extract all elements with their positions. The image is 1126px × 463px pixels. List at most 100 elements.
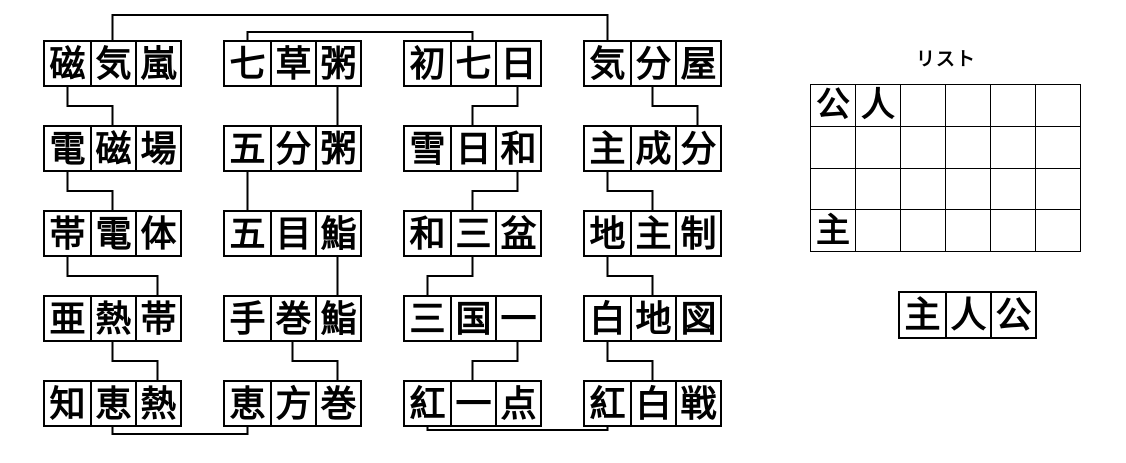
list-cell-r3-c2 — [856, 168, 901, 211]
kanji-cell: 知 — [49, 382, 86, 424]
word-box-col4-row2: 主成分 — [583, 125, 722, 172]
list-cell-r1-c3 — [901, 85, 946, 127]
connector-磁 — [66, 85, 114, 127]
kanji-cell: 成 — [630, 127, 675, 170]
word-box-col2-row4: 手巻鮨 — [223, 295, 362, 342]
list-cell-r1-c2: 人 — [856, 85, 901, 127]
list-cell-r4-c4 — [946, 210, 991, 252]
kanji-cell: 点 — [495, 382, 540, 425]
kanji-cell: 地 — [589, 212, 626, 254]
kanji-cell: 盆 — [495, 212, 540, 255]
kanji-cell: 雪 — [409, 127, 446, 169]
kanji-cell: 粥 — [315, 127, 360, 170]
word-box-col1-row1: 磁気嵐 — [43, 40, 182, 87]
word-box-col3-row3: 和三盆 — [403, 210, 542, 257]
word-box-col1-row3: 帯電体 — [43, 210, 182, 257]
kanji-cell: 分 — [675, 127, 720, 170]
kanji-cell: 和 — [409, 212, 446, 254]
word-box-col2-row2: 五分粥 — [223, 125, 362, 172]
answer-kanji-cell: 主 — [904, 294, 941, 335]
kanji-cell: 鮨 — [315, 212, 360, 255]
word-box-col2-row3: 五目鮨 — [223, 210, 362, 257]
kanji-cell: 恵 — [90, 382, 135, 425]
word-box-col4-row1: 気分屋 — [583, 40, 722, 87]
list-cell-r2-c6 — [1036, 126, 1081, 169]
kanji-cell: 制 — [675, 212, 720, 255]
answer-kanji-cell: 人 — [945, 293, 990, 337]
kanji-cell: 白 — [589, 297, 626, 339]
list-cell-r3-c6 — [1036, 168, 1081, 211]
connector-巻 — [291, 340, 339, 382]
list-cell-r4-c1: 主 — [811, 210, 856, 252]
list-cell-r2-c1 — [811, 126, 856, 169]
kanji-cell: 一 — [495, 297, 540, 340]
kanji-cell: 五 — [229, 127, 266, 169]
connector-紅 — [426, 425, 609, 431]
list-title: リスト — [915, 49, 976, 70]
kanji-cell: 一 — [450, 382, 495, 425]
list-table: 公人主 — [810, 84, 1081, 252]
kanji-cell: 屋 — [675, 42, 720, 85]
word-box-col4-row3: 地主制 — [583, 210, 722, 257]
list-cell-r3-c4 — [946, 168, 991, 211]
connector-電 — [66, 170, 114, 212]
answer-kanji-cell: 公 — [990, 293, 1035, 337]
kanji-cell: 磁 — [49, 42, 86, 84]
kanji-cell: 方 — [270, 382, 315, 425]
answer-word-box: 主人公 — [898, 291, 1037, 339]
connector-帯 — [66, 255, 159, 297]
kanji-cell: 七 — [229, 42, 266, 84]
connector-一 — [471, 340, 519, 382]
list-cell-r2-c3 — [901, 126, 946, 169]
kanji-cell: 恵 — [229, 382, 266, 424]
word-box-col1-row2: 電磁場 — [43, 125, 182, 172]
kanji-cell: 手 — [229, 297, 266, 339]
word-box-col2-row5: 恵方巻 — [223, 380, 362, 427]
list-cell-r4-c3 — [901, 210, 946, 252]
kanji-cell: 体 — [135, 212, 180, 255]
list-cell-r4-c5 — [991, 210, 1036, 252]
kanji-cell: 熱 — [135, 382, 180, 425]
kanji-cell: 嵐 — [135, 42, 180, 85]
connector-熱 — [111, 340, 159, 382]
kanji-cell: 三 — [409, 297, 446, 339]
kanji-cell: 巻 — [270, 297, 315, 340]
kanji-cell: 和 — [495, 127, 540, 170]
word-box-col1-row4: 亜熱帯 — [43, 295, 182, 342]
kanji-cell: 帯 — [135, 297, 180, 340]
kanji-cell: 図 — [675, 297, 720, 340]
word-box-col4-row5: 紅白戦 — [583, 380, 722, 427]
connector-日 — [471, 85, 519, 127]
kanji-cell: 帯 — [49, 212, 86, 254]
kanji-cell: 熱 — [90, 297, 135, 340]
list-cell-r1-c1: 公 — [811, 85, 856, 127]
kanji-cell: 国 — [450, 297, 495, 340]
connector-地 — [606, 255, 654, 297]
kanji-cell: 日 — [450, 127, 495, 170]
connector-気 — [111, 14, 609, 42]
kanji-cell: 場 — [135, 127, 180, 170]
kanji-cell: 七 — [450, 42, 495, 85]
kanji-cell: 地 — [630, 297, 675, 340]
kanji-cell: 巻 — [315, 382, 360, 425]
list-cell-r2-c2 — [856, 126, 901, 169]
list-cell-r3-c3 — [901, 168, 946, 211]
word-box-col3-row1: 初七日 — [403, 40, 542, 87]
connector-白 — [606, 340, 654, 382]
list-cell-r1-c4 — [946, 85, 991, 127]
list-cell-r1-c5 — [991, 85, 1036, 127]
kanji-cell: 鮨 — [315, 297, 360, 340]
kanji-cell: 草 — [270, 42, 315, 85]
kanji-cell: 日 — [495, 42, 540, 85]
list-cell-r2-c5 — [991, 126, 1036, 169]
list-cell-r3-c5 — [991, 168, 1036, 211]
kanji-cell: 紅 — [409, 382, 446, 424]
list-cell-r4-c2 — [856, 210, 901, 252]
kanji-cell: 初 — [409, 42, 446, 84]
connector-和 — [471, 170, 519, 212]
list-cell-r1-c6 — [1036, 85, 1081, 127]
connector-分 — [651, 85, 699, 127]
word-box-col4-row4: 白地図 — [583, 295, 722, 342]
